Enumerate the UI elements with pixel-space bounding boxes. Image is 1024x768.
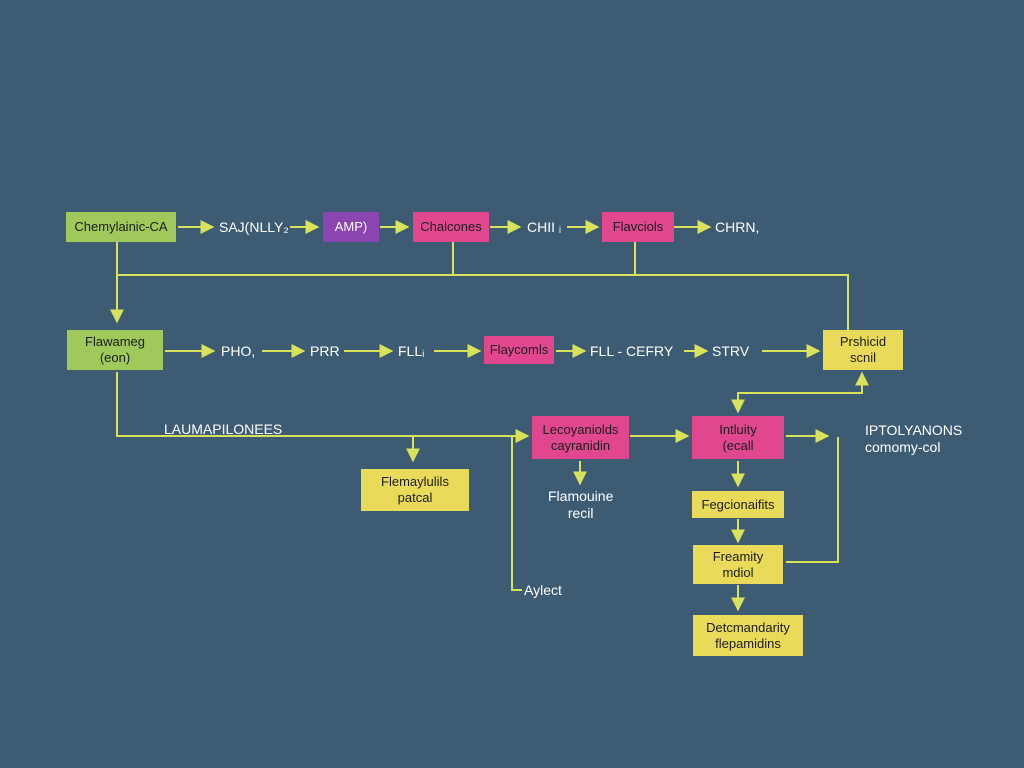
node-flavciols-text: Flavciols: [612, 219, 664, 234]
node-detcmandarity-line1: Detcmandarity: [706, 619, 790, 635]
node-leucoyanidids-line2: cayranidin: [550, 437, 611, 453]
node-freamity: Freamity mdiol: [693, 545, 783, 584]
label-prr: PRR: [310, 343, 340, 359]
label-flamouine-line2: recil: [567, 505, 594, 521]
node-flawameg: Flawameg (eon): [67, 330, 163, 370]
node-freamity-line1: Freamity: [712, 548, 764, 564]
node-flemaylullis-line1: Flemaylulils: [381, 474, 449, 489]
label-flamouine: Flamouine recil: [548, 488, 613, 522]
node-leucoyanidids-line1: Lecoyaniolds: [542, 421, 619, 437]
label-laumapilonees: LAUMAPILONEES: [164, 421, 283, 437]
label-iptolyanons-line2: comomy-col: [865, 439, 941, 455]
node-prshicid: Prshicid scnil: [823, 330, 903, 370]
node-amp-text: AMP): [334, 219, 368, 234]
node-prshicid-line2: scnil: [849, 350, 876, 365]
loop-freamity-to-intluity: [786, 437, 839, 563]
node-amp: AMP): [323, 212, 379, 242]
label-pho: PHO,: [221, 343, 256, 359]
node-chalcones-text: Chalcones: [420, 219, 482, 234]
node-chemylainic: Chemylainic-CA: [66, 212, 176, 242]
bus-line-horizontal: [117, 274, 849, 330]
node-chemylainic-text: Chemylainic-CA: [74, 219, 168, 234]
node-flaycomls: Flaycomls: [484, 336, 554, 364]
node-intluity-line1: Intluity: [719, 421, 757, 437]
line-to-aylect: [511, 436, 522, 591]
line-flawameg-down: [116, 372, 530, 443]
node-flaycomls-text: Flaycomls: [489, 342, 549, 357]
node-flawameg-line1: Flawameg: [85, 334, 145, 349]
label-iptolyanons: IPTOLYANONS comomy-col: [865, 422, 962, 456]
node-flemaylullis: Flemaylulils patcal: [361, 469, 469, 511]
label-sajinlly: SAJ(NLLY₂: [219, 219, 289, 235]
node-flavciols: Flavciols: [602, 212, 674, 242]
node-freamity-line2: mdiol: [722, 564, 754, 580]
label-chrn: CHRN,: [715, 219, 760, 235]
label-fll-cefry: FLL - CEFRY: [590, 343, 674, 359]
label-flamouine-line1: Flamouine: [548, 488, 614, 504]
node-chalcones: Chalcones: [413, 212, 489, 242]
node-detcmandarity: Detcmandarity flepamidins: [693, 615, 803, 656]
node-flawameg-line2: (eon): [99, 350, 131, 365]
node-intluity: Intluity (ecall: [692, 416, 784, 459]
arrow-loop-to-prshicid: [731, 371, 869, 414]
node-fegcionalfits-text: Fegcionaifits: [701, 496, 775, 512]
node-prshicid-line1: Prshicid: [839, 334, 887, 349]
label-chii: CHII ᵢ: [527, 219, 562, 235]
node-flemaylullis-line2: patcal: [397, 490, 433, 505]
label-fll: FLLᵢ: [398, 343, 425, 359]
label-strv: STRV: [712, 343, 750, 359]
node-intluity-line2: (ecall: [722, 437, 754, 453]
label-aylect: Aylect: [524, 582, 562, 598]
node-detcmandarity-line2: flepamidins: [715, 635, 781, 651]
node-fegcionalfits: Fegcionaifits: [692, 491, 784, 518]
label-iptolyanons-line1: IPTOLYANONS: [865, 422, 963, 438]
node-leucoyanidids: Lecoyaniolds cayranidin: [532, 416, 629, 459]
